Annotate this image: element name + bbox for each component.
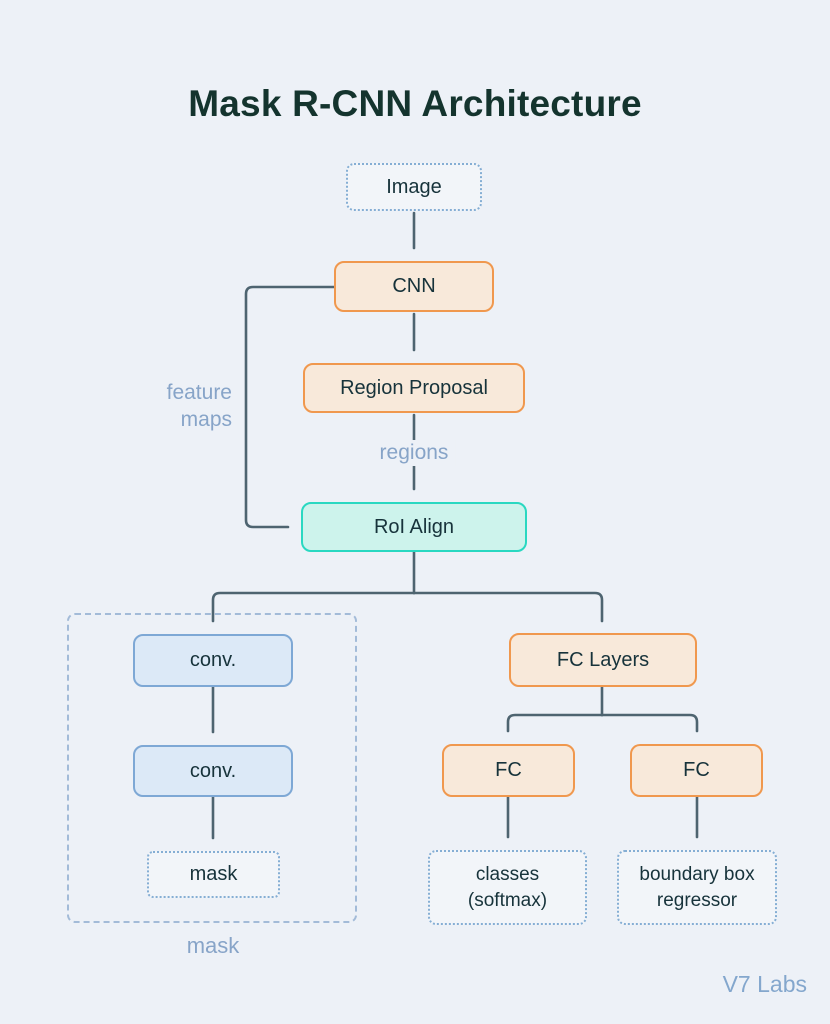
node-conv1-label: conv.: [189, 649, 237, 671]
arrow-feature-maps-elbow: [244, 285, 336, 529]
node-region-proposal: Region Proposal: [303, 363, 525, 413]
node-image: Image: [346, 163, 482, 211]
node-boundary-box-regressor: boundary box regressor: [617, 850, 777, 925]
edge-label-feature-maps: feature maps: [110, 379, 232, 433]
node-image-label: Image: [386, 175, 442, 198]
node-fc-layers-label: FC Layers: [556, 648, 650, 671]
node-fc-class: FC: [442, 744, 575, 797]
node-bbox-line1: boundary box: [639, 863, 755, 885]
node-cnn-label: CNN: [392, 275, 436, 297]
node-fc-bbox-label: FC: [683, 759, 710, 781]
node-classes-line2: (softmax): [467, 889, 548, 911]
attribution-watermark: V7 Labs: [722, 971, 807, 997]
node-cnn: CNN: [334, 261, 494, 312]
node-conv2-label: conv.: [189, 759, 237, 782]
page-title: Mask R-CNN Architecture: [188, 82, 642, 124]
node-conv1: conv.: [133, 634, 293, 687]
arrow-split-to-fc-class: [506, 713, 604, 733]
node-mask-output-label: mask: [189, 863, 238, 885]
feature-maps-line1: feature: [166, 381, 232, 404]
edge-label-regions: regions: [372, 440, 456, 466]
node-fc-layers: FC Layers: [509, 633, 697, 687]
node-fc-class-label: FC: [495, 759, 522, 781]
node-mask-output: mask: [147, 851, 280, 898]
node-classes-line1: classes: [475, 863, 540, 885]
arrow-split-to-conv1: [211, 591, 416, 623]
arrow-split-to-fc-layers: [412, 591, 604, 623]
node-roi-align: RoI Align: [301, 502, 527, 552]
node-bbox-line2: regressor: [656, 889, 738, 911]
arrow-split-to-fc-bbox: [600, 713, 699, 733]
node-region-proposal-label: Region Proposal: [340, 376, 488, 399]
edge-label-mask-group: mask: [186, 933, 240, 958]
node-classes-softmax: classes (softmax): [428, 850, 587, 925]
node-conv2: conv.: [133, 745, 293, 797]
feature-maps-line2: maps: [180, 408, 232, 431]
node-fc-bbox: FC: [630, 744, 763, 797]
node-roi-align-label: RoI Align: [373, 515, 455, 538]
